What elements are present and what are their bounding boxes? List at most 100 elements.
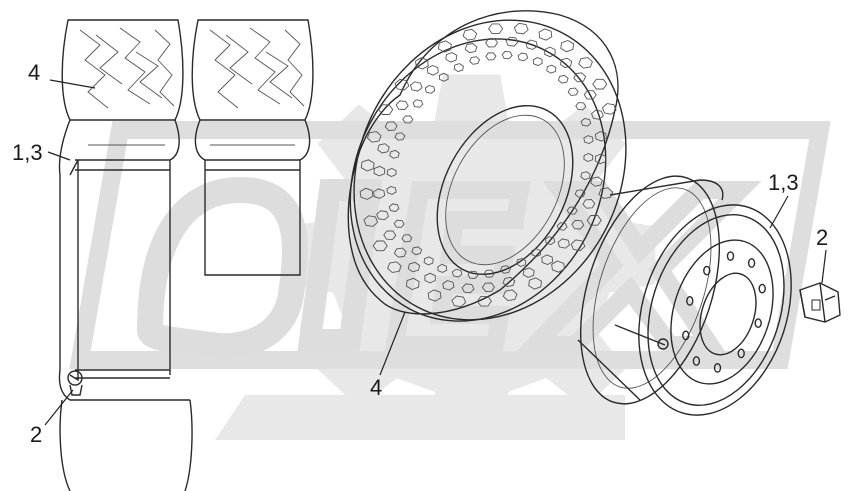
tread-block: [438, 72, 449, 82]
stud-hole: [758, 283, 766, 294]
tread-block: [409, 81, 423, 92]
tread-block: [387, 261, 402, 273]
tread-block: [583, 153, 594, 162]
tread-block: [592, 78, 608, 90]
tread-pattern-left: [79, 27, 175, 109]
stud-hole: [754, 318, 762, 328]
tread-block: [483, 269, 495, 278]
tread-block: [513, 22, 529, 35]
stud-hole: [737, 348, 745, 359]
tread-block: [451, 268, 463, 278]
tread-block: [583, 135, 594, 144]
label-tyre-left: 4: [28, 60, 40, 85]
tread-block: [560, 40, 575, 53]
tread-block: [499, 265, 511, 274]
tread-block: [590, 109, 604, 120]
tread-block: [575, 102, 587, 111]
tread-block: [469, 56, 481, 65]
tread-block: [528, 277, 542, 290]
tread-block: [376, 210, 390, 221]
tread-block: [462, 28, 478, 41]
tread-block: [461, 283, 475, 294]
tread-block: [505, 36, 519, 47]
tread-block: [566, 206, 578, 215]
tread-block: [427, 289, 442, 302]
tread-block: [451, 295, 467, 308]
stud-hole: [686, 295, 694, 306]
tread-block: [546, 64, 557, 74]
tread-block: [464, 43, 478, 54]
tread-block: [402, 115, 414, 124]
tread-block: [485, 38, 499, 48]
label-rim-right: 1,3: [768, 170, 799, 195]
tread-block: [557, 238, 571, 249]
tread-block: [580, 118, 592, 127]
tread-block: [590, 176, 603, 187]
tread-block: [567, 87, 579, 96]
tread-block: [580, 171, 591, 181]
tread-block: [372, 240, 388, 252]
stud-hole: [692, 356, 701, 366]
tread-block: [386, 186, 397, 195]
tread-block: [377, 143, 390, 154]
tread-block: [570, 239, 586, 252]
tread-block: [373, 188, 386, 199]
tread-block: [532, 57, 543, 67]
tread-block: [411, 246, 423, 256]
tread-block: [502, 276, 516, 287]
tread-block: [393, 219, 405, 228]
label-tyre-center: 4: [370, 375, 382, 400]
leader-lines: [44, 79, 827, 426]
stud-hole: [682, 330, 690, 341]
tread-block: [522, 267, 535, 278]
tread-block: [594, 131, 607, 142]
valve-left-part: [67, 370, 83, 396]
tread-block: [541, 254, 554, 265]
tyre-perspective-view: [347, 10, 627, 322]
tread-block: [544, 236, 556, 245]
tread-block: [574, 189, 586, 198]
tread-block: [485, 52, 497, 61]
tread-block: [426, 65, 439, 76]
tread-block: [412, 99, 424, 108]
stud-hole: [747, 258, 756, 268]
tread-block: [538, 28, 553, 41]
stud-hole: [713, 362, 722, 373]
tread-block: [388, 203, 400, 212]
tread-block: [424, 272, 436, 284]
tread-block: [559, 57, 573, 69]
tread-block: [557, 74, 569, 84]
tread-block: [601, 103, 617, 115]
tread-block: [476, 295, 492, 307]
tread-block: [437, 263, 448, 273]
tread-block: [445, 52, 458, 63]
wheel-rim: [577, 175, 792, 416]
tread-block: [583, 90, 597, 100]
tread-block: [586, 215, 602, 226]
tread-block: [573, 72, 587, 83]
tread-block: [551, 260, 565, 273]
tread-block: [544, 46, 556, 58]
tread-block: [389, 149, 400, 159]
tread-block: [525, 39, 538, 50]
tread-block: [395, 100, 409, 111]
tread-block: [556, 222, 568, 231]
tread-pattern-right: [209, 27, 305, 109]
tread-block: [366, 131, 382, 143]
tread-block: [394, 132, 406, 141]
label-valve-right: 2: [816, 225, 828, 250]
tread-block: [516, 258, 527, 267]
tread-block: [582, 199, 596, 209]
tread-block: [442, 280, 455, 291]
tread-block: [578, 57, 593, 69]
tread-blocks: [359, 22, 617, 308]
tread-block: [373, 165, 386, 177]
tread-block: [407, 261, 421, 273]
tread-block: [394, 78, 410, 91]
tread-block: [502, 289, 518, 302]
tread-block: [415, 57, 429, 70]
tread-block: [393, 247, 407, 258]
tread-block: [401, 234, 413, 243]
